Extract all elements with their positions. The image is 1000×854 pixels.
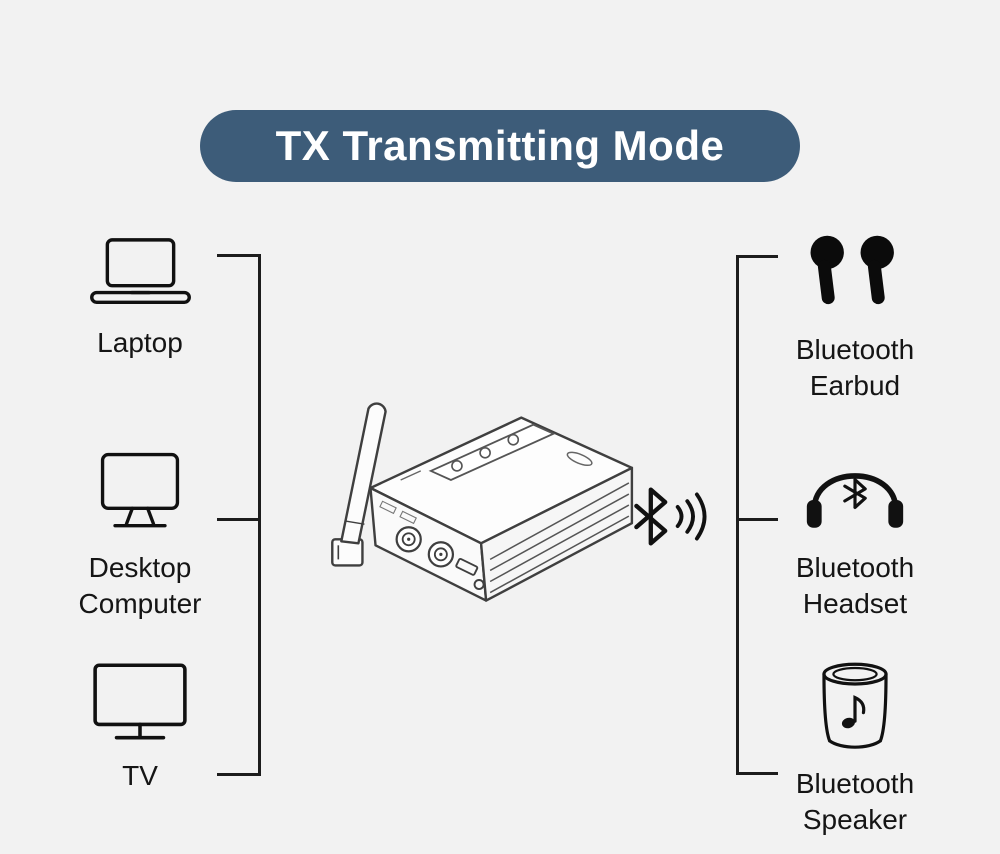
bluetooth-transmitter-illustration	[331, 402, 634, 602]
source-laptop: Laptop	[75, 235, 205, 361]
desktop-computer-label: Desktop Computer	[78, 552, 202, 620]
bluetooth-headset-label: Bluetooth Headset	[795, 552, 915, 620]
tv-label: TV	[122, 760, 158, 791]
connector-line	[738, 255, 778, 258]
connector-line	[738, 772, 778, 775]
tv-icon	[93, 663, 187, 740]
connector-line	[738, 518, 778, 521]
bluetooth-speaker-icon	[822, 662, 888, 749]
bluetooth-signal-icon	[634, 487, 707, 546]
sink-earbud: Bluetooth Earbud	[770, 232, 940, 405]
connector-line	[258, 254, 261, 776]
laptop-icon	[89, 238, 191, 304]
source-tv: TV	[70, 660, 210, 794]
bluetooth-headset-icon	[806, 473, 904, 528]
source-desktop: Desktop Computer	[55, 448, 225, 623]
bluetooth-earbud-icon	[810, 235, 894, 305]
desktop-computer-icon	[100, 452, 180, 528]
connector-line	[736, 255, 739, 775]
bluetooth-speaker-label: Bluetooth Speaker	[795, 768, 915, 836]
sink-headset: Bluetooth Headset	[770, 450, 940, 623]
connector-line	[217, 518, 259, 521]
laptop-label: Laptop	[97, 327, 183, 358]
connector-line	[217, 254, 259, 257]
connector-line	[217, 773, 259, 776]
sink-speaker: Bluetooth Speaker	[770, 660, 940, 839]
title-banner: TX Transmitting Mode	[200, 110, 800, 182]
page-title: TX Transmitting Mode	[275, 122, 725, 169]
bluetooth-earbud-label: Bluetooth Earbud	[795, 334, 915, 402]
